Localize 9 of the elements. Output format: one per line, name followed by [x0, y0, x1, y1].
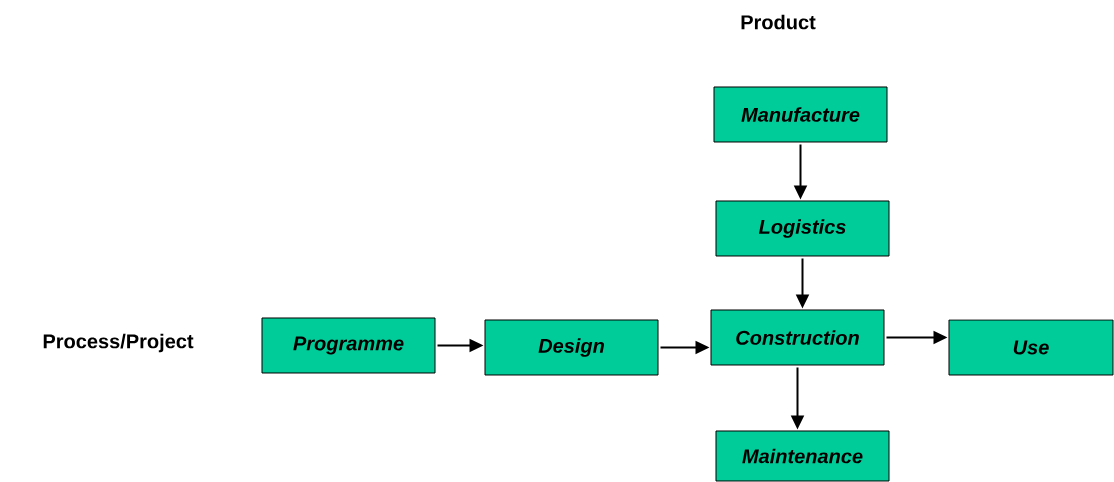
axis-label: Product: [741, 14, 816, 30]
process-box: Design: [484, 319, 659, 376]
process-box: Use: [948, 319, 1114, 376]
process-box: Programme: [261, 317, 436, 374]
process-box: Logistics: [715, 200, 890, 257]
axis-label: Process/Project: [43, 333, 194, 353]
process-box: Manufacture: [713, 86, 888, 143]
process-box: Maintenance: [715, 430, 890, 482]
process-box: Construction: [710, 309, 885, 366]
